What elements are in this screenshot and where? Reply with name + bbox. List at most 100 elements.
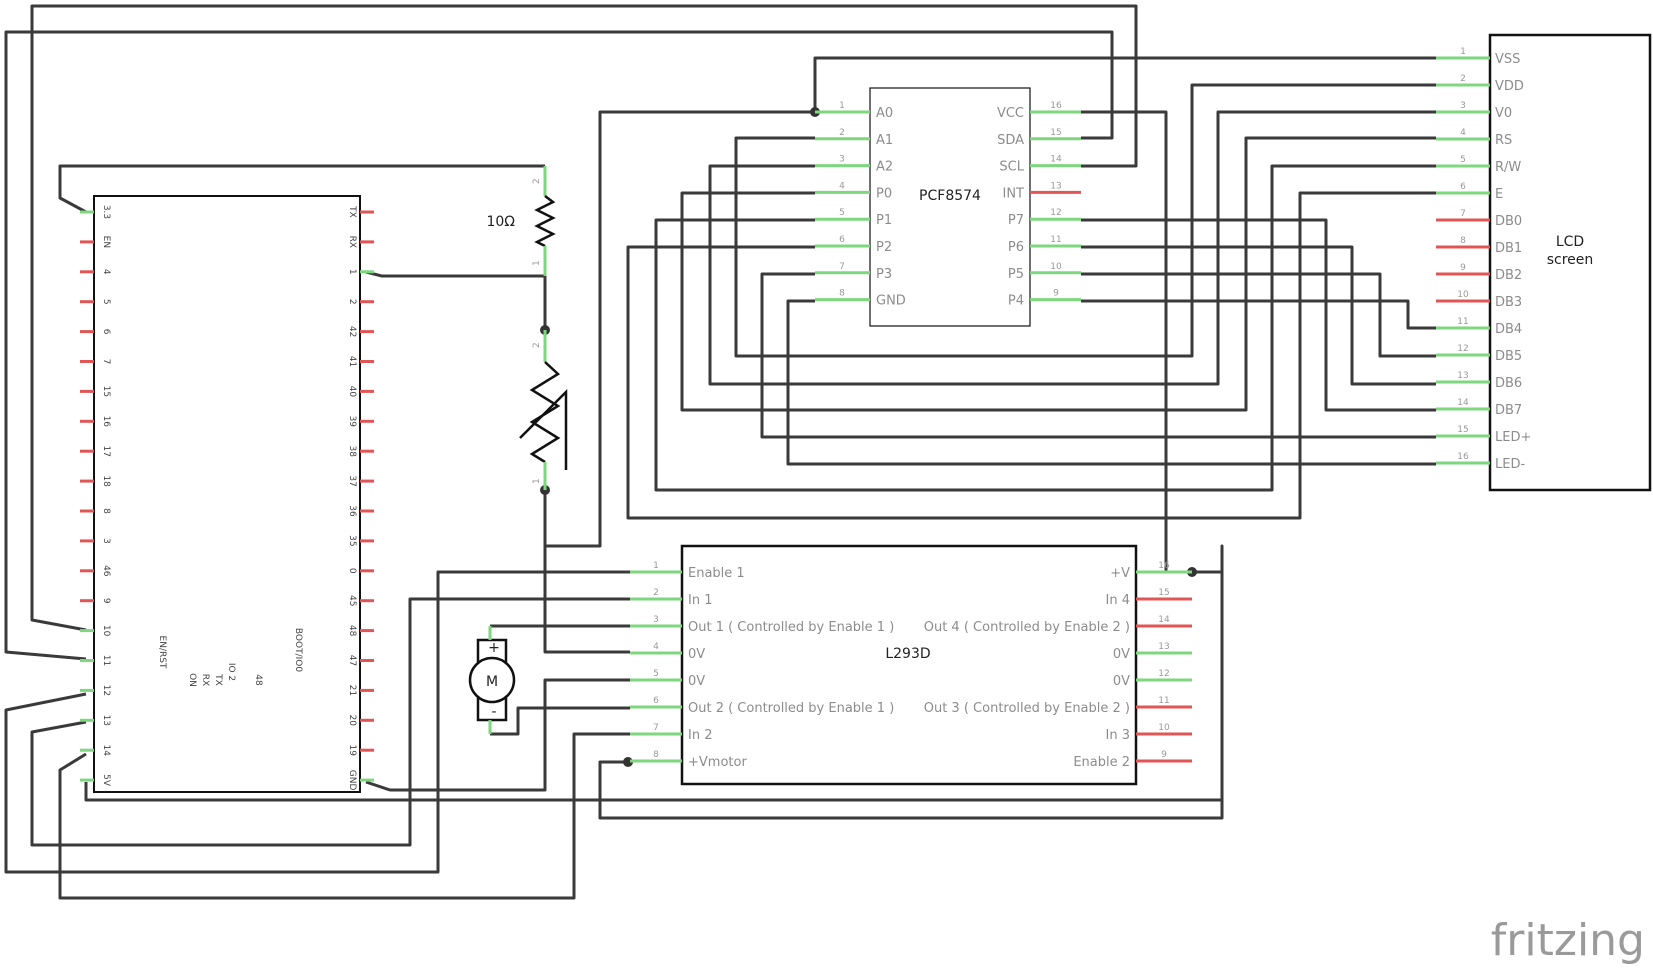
wire bbox=[365, 678, 630, 792]
pcf8574-pin-number: 12 bbox=[1050, 208, 1061, 218]
lcd-pin-label: DB2 bbox=[1495, 268, 1522, 283]
junction-dots bbox=[540, 107, 1197, 767]
mcu-pin-label: 48 bbox=[347, 625, 357, 637]
mcu-pin-label: 1 bbox=[347, 269, 357, 275]
wire bbox=[786, 299, 1436, 466]
lcd-pin-number: 3 bbox=[1460, 101, 1466, 111]
pcf8574-pin-number: 16 bbox=[1050, 101, 1062, 111]
wires bbox=[4, 4, 1436, 900]
l293d-pin-number: 3 bbox=[653, 615, 659, 625]
l293d-pin-label: In 4 bbox=[1106, 593, 1130, 608]
mcu-pin-label: 45 bbox=[347, 595, 357, 606]
wire bbox=[58, 164, 545, 214]
pcf8574-pin-number: 11 bbox=[1050, 235, 1061, 245]
lcd-pin-label: DB7 bbox=[1495, 403, 1522, 418]
mcu-pin-label: 47 bbox=[347, 655, 357, 666]
wire bbox=[4, 30, 1114, 661]
wire bbox=[680, 136, 1436, 412]
pcf8574-pin-number: 13 bbox=[1050, 181, 1061, 191]
resistor-pin-top: 2 bbox=[532, 178, 542, 184]
mcu-center-label: BOOT/IO0 bbox=[293, 628, 303, 672]
potentiometer-pin-bottom: 1 bbox=[532, 478, 542, 484]
mcu-pin-label: 15 bbox=[101, 386, 111, 397]
l293d-pin-label: 0V bbox=[688, 647, 705, 662]
l293d-pin-number: 1 bbox=[653, 561, 659, 571]
lcd-pin-number: 6 bbox=[1460, 182, 1466, 192]
mcu-pin-label: 14 bbox=[101, 744, 111, 756]
l293d-pin-number: 2 bbox=[653, 588, 659, 598]
fritzing-watermark: fritzing bbox=[1491, 915, 1645, 966]
l293d-pin-label: 0V bbox=[1113, 647, 1130, 662]
lcd-pin-label: DB4 bbox=[1495, 322, 1522, 337]
mcu-pin-label: TX bbox=[347, 205, 357, 218]
lcd-pin-label: DB6 bbox=[1495, 376, 1522, 391]
wire bbox=[58, 732, 630, 900]
lcd-pin-label: V0 bbox=[1495, 106, 1512, 121]
pcf8574-pin-label: P0 bbox=[876, 186, 892, 201]
lcd-pin-number: 2 bbox=[1460, 74, 1466, 84]
l293d-pin-number: 11 bbox=[1158, 696, 1169, 706]
lcd-pin-number: 8 bbox=[1460, 236, 1466, 246]
wire bbox=[1081, 110, 1168, 572]
wire bbox=[1081, 272, 1436, 358]
mcu-center-label: ON bbox=[187, 673, 197, 687]
wire bbox=[598, 544, 1224, 820]
pcf8574-pin-number: 14 bbox=[1050, 155, 1062, 165]
l293d-pin-number: 12 bbox=[1158, 669, 1169, 679]
l293d-pin-number: 7 bbox=[653, 723, 659, 733]
pcf8574-pin-label: A1 bbox=[876, 133, 893, 148]
l293d-pin-label: +Vmotor bbox=[688, 755, 747, 770]
lcd-pin-label: LED+ bbox=[1495, 430, 1531, 445]
mcu-pin-label: 2 bbox=[347, 299, 357, 305]
l293d-title: L293D bbox=[885, 646, 930, 662]
mcu-pin-label: 6 bbox=[101, 329, 111, 335]
pcf8574-pin-label: VCC bbox=[997, 106, 1024, 121]
l293d-pin-label: 0V bbox=[1113, 674, 1130, 689]
pcf8574-pin-number: 8 bbox=[839, 289, 845, 299]
pcf8574-title: PCF8574 bbox=[919, 188, 981, 204]
wire bbox=[30, 4, 1138, 632]
mcu-pin-label: 37 bbox=[347, 475, 357, 486]
lcd-pin-number: 7 bbox=[1460, 209, 1466, 219]
pcf8574-pin-number: 9 bbox=[1053, 289, 1059, 299]
mcu-pin-label: 9 bbox=[101, 598, 111, 604]
lcd-pin-number: 15 bbox=[1457, 425, 1468, 435]
lcd-pin-number: 10 bbox=[1457, 290, 1469, 300]
lcd-pin-number: 5 bbox=[1460, 155, 1466, 165]
pcf8574-pin-label: P7 bbox=[1008, 213, 1024, 228]
resistor-10-ohm[interactable]: 10Ω 2 1 bbox=[486, 166, 556, 276]
wire bbox=[490, 706, 630, 736]
mcu-pin-label: 18 bbox=[101, 475, 111, 487]
l293d-pin-number: 8 bbox=[653, 750, 659, 760]
pcf8574-pin-label: SCL bbox=[999, 160, 1024, 175]
lcd-pin-number: 9 bbox=[1460, 263, 1466, 273]
lcd-pin-number: 1 bbox=[1460, 47, 1466, 57]
potentiometer[interactable]: 2 1 bbox=[519, 330, 568, 490]
lcd-pin-number: 16 bbox=[1457, 452, 1469, 462]
mcu-center-label: TX bbox=[213, 673, 223, 686]
pcf8574-pin-number: 5 bbox=[839, 208, 845, 218]
l293d-pin-label: Out 2 ( Controlled by Enable 1 ) bbox=[688, 701, 894, 716]
mcu-pin-label: 19 bbox=[347, 744, 357, 756]
dc-motor[interactable]: M + - bbox=[468, 626, 516, 734]
lcd-pin-label: VSS bbox=[1495, 52, 1520, 67]
mcu-center-label: 48 bbox=[253, 674, 263, 686]
wire bbox=[1081, 299, 1436, 330]
l293d-pin-number: 15 bbox=[1158, 588, 1169, 598]
l293d-pin-number: 13 bbox=[1158, 642, 1169, 652]
mcu-pin-label: 3.3 bbox=[101, 205, 111, 219]
resistor-value: 10Ω bbox=[486, 214, 515, 230]
resistor-pin-bottom: 1 bbox=[532, 260, 542, 266]
pcf8574-pin-label: INT bbox=[1003, 186, 1025, 201]
pcf8574-pin-number: 6 bbox=[839, 235, 845, 245]
